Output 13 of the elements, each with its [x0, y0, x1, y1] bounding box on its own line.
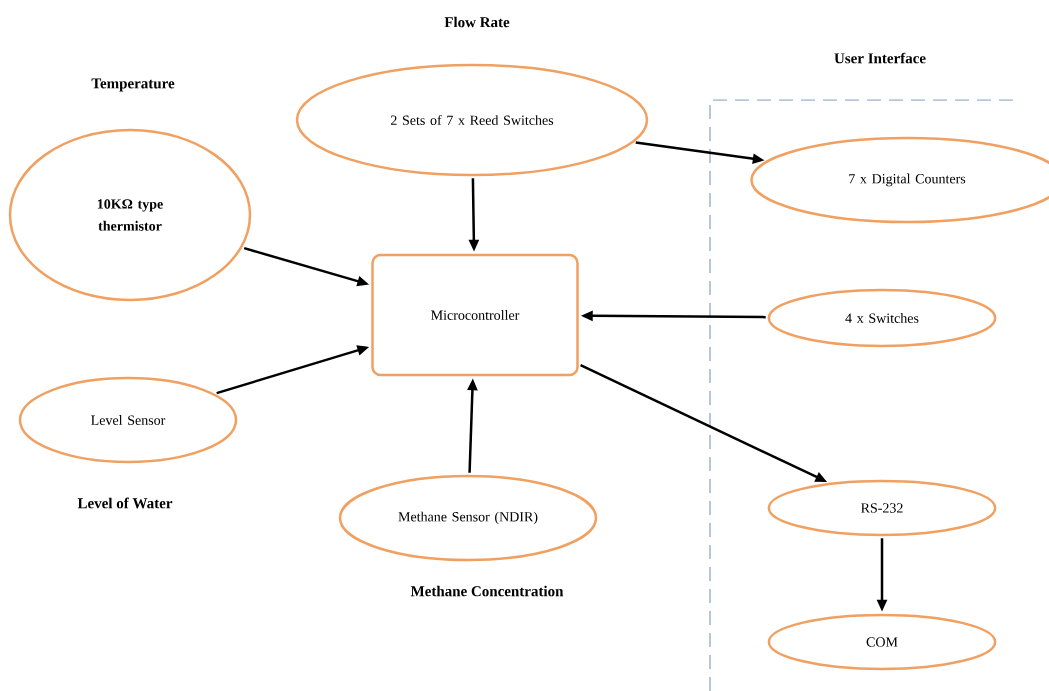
process-box: Microcontroller [371, 253, 579, 377]
node-caption: Methane Concentration [410, 585, 564, 597]
ellipse-node: 4 x Switches [767, 288, 997, 348]
node-heading: Flow Rate [444, 16, 510, 28]
node-caption: Level of Water [77, 497, 173, 509]
node-heading: Temperature [91, 78, 175, 92]
ellipse-node: 2 Sets of 7 x Reed Switches [295, 63, 649, 177]
ellipse-node: Methane Sensor (NDIR) [338, 474, 598, 562]
ellipse-node: Level Sensor [18, 376, 238, 464]
ellipse-node: COM [767, 613, 997, 671]
section-heading: User Interface [834, 52, 926, 64]
ellipse-node: 10KΩ type thermistor [8, 128, 252, 302]
ellipse-node: RS-232 [767, 479, 997, 537]
